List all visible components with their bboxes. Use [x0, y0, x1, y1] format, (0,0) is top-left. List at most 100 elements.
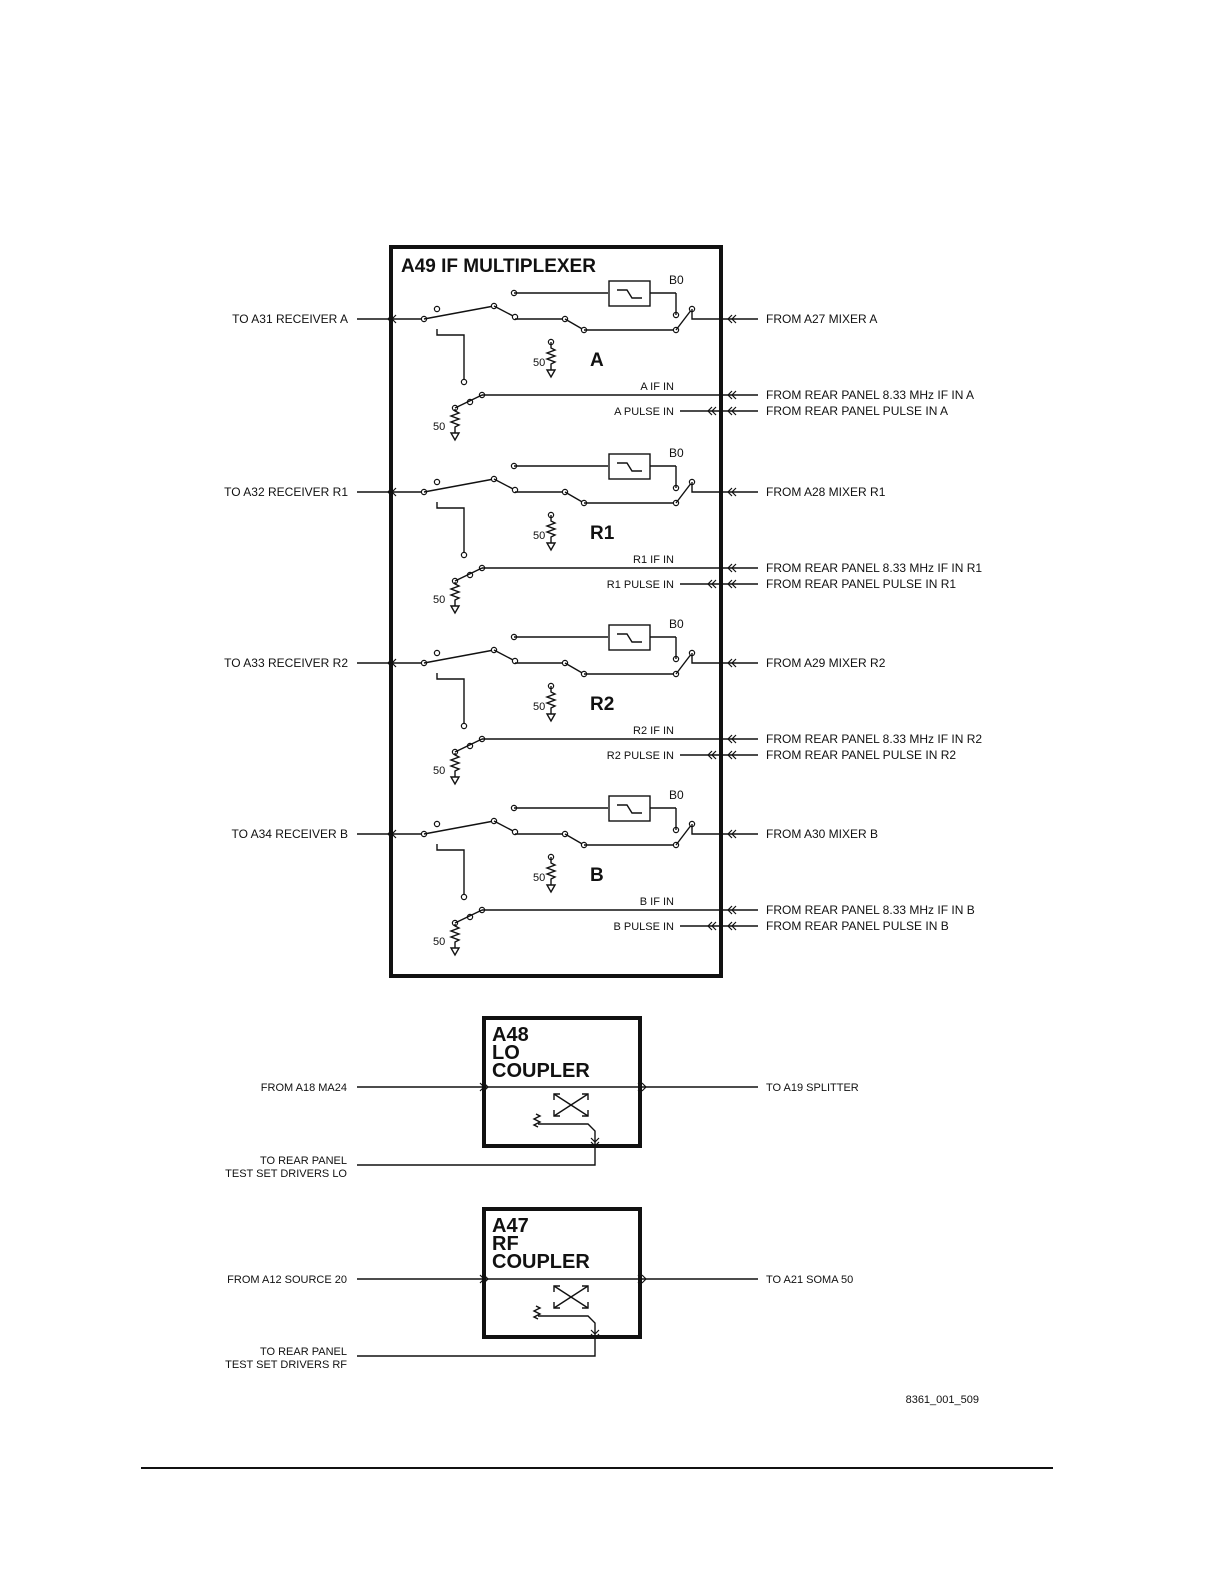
- termination-resistor-icon: [545, 690, 557, 714]
- lo-coupler-box: [482, 1016, 642, 1148]
- switch-contact: [460, 893, 468, 901]
- pulse-in-label: R1 PULSE IN: [607, 579, 674, 591]
- filter-label: B0: [669, 446, 684, 460]
- footer-rule: [141, 1467, 1053, 1469]
- mixer-source-label: FROM A27 MIXER A: [766, 312, 877, 326]
- ext-switch-arm: [454, 567, 483, 582]
- switch-arm-2: [493, 478, 516, 491]
- switch-arm-2: [493, 649, 516, 662]
- input-switch-arm: [675, 308, 693, 331]
- lower-termination-resistor-icon: [449, 924, 461, 948]
- figure-id: 8361_001_509: [906, 1394, 979, 1406]
- switch-arm-3: [564, 662, 585, 675]
- rf-input-label: FROM A12 SOURCE 20: [227, 1274, 347, 1286]
- resistor-value-upper: 50: [533, 872, 545, 884]
- switch-arm-1: [423, 305, 495, 320]
- lo-coupling-arrows-icon: [553, 1093, 589, 1117]
- pulse-in-source-label: FROM REAR PANEL PULSE IN A: [766, 404, 948, 418]
- lo-coupler: A48 LO COUPLER FROM A18 MA24 TO A19 SPLI…: [225, 1016, 859, 1180]
- switch-contact: [433, 649, 441, 657]
- switch-arm-3: [564, 491, 585, 504]
- resistor-value-lower: 50: [433, 421, 445, 433]
- switch-arm-1: [423, 649, 495, 664]
- if-in-source-label: FROM REAR PANEL 8.33 MHz IF IN A: [766, 388, 974, 402]
- ground-icon: [545, 884, 557, 894]
- switch-arm-2: [493, 820, 516, 833]
- lowpass-curve: [617, 462, 642, 472]
- pulse-in-label: B PULSE IN: [613, 921, 674, 933]
- mixer-source-label: FROM A28 MIXER R1: [766, 485, 886, 499]
- bypass-drop-line: [436, 844, 465, 896]
- filter-label: B0: [669, 788, 684, 802]
- pulse-in-source-label: FROM REAR PANEL PULSE IN B: [766, 919, 949, 933]
- receiver-label: TO A33 RECEIVER R2: [224, 656, 348, 670]
- switch-contact: [460, 722, 468, 730]
- lowpass-curve: [617, 289, 642, 299]
- filter-label: B0: [669, 617, 684, 631]
- input-switch-arm: [675, 823, 693, 846]
- lo-input-label: FROM A18 MA24: [261, 1082, 347, 1094]
- ext-switch-arm: [454, 738, 483, 753]
- mixer-source-label: FROM A29 MIXER R2: [766, 656, 886, 670]
- rf-coupler-box: [482, 1207, 642, 1339]
- switch-arm-3: [564, 833, 585, 846]
- resistor-value-upper: 50: [533, 701, 545, 713]
- rf-coupling-arrows-icon: [553, 1285, 589, 1309]
- if-in-label: R1 IF IN: [633, 554, 674, 566]
- switch-arm-3: [564, 318, 585, 331]
- receiver-label: TO A34 RECEIVER B: [232, 827, 349, 841]
- termination-resistor-icon: [545, 519, 557, 543]
- mixer-input-line: [691, 309, 758, 320]
- switch-contact: [460, 551, 468, 559]
- bypass-drop-line: [436, 502, 465, 554]
- rf-tap-label-line-2: TEST SET DRIVERS RF: [225, 1359, 347, 1371]
- ground-icon: [449, 947, 461, 957]
- mixer-source-label: FROM A30 MIXER B: [766, 827, 878, 841]
- switch-arm-2: [493, 305, 516, 318]
- channel-letter: A: [590, 350, 604, 371]
- filter-label: B0: [669, 273, 684, 287]
- resistor-value-upper: 50: [533, 530, 545, 542]
- lower-termination-resistor-icon: [449, 582, 461, 606]
- lo-tap-label-line-2: TEST SET DRIVERS LO: [225, 1168, 347, 1180]
- channel-letter: B: [590, 865, 604, 886]
- termination-resistor-icon: [545, 346, 557, 370]
- lowpass-curve: [617, 633, 642, 643]
- input-switch-arm: [675, 481, 693, 504]
- resistor-value-lower: 50: [433, 765, 445, 777]
- if-in-label: R2 IF IN: [633, 725, 674, 737]
- ground-icon: [449, 605, 461, 615]
- mixer-input-line: [691, 824, 758, 835]
- ground-icon: [449, 432, 461, 442]
- bypass-drop-line: [436, 329, 465, 381]
- pulse-in-label: R2 PULSE IN: [607, 750, 674, 762]
- lo-termination-resistor-icon: [532, 1113, 542, 1128]
- ground-icon: [545, 713, 557, 723]
- lower-termination-resistor-icon: [449, 409, 461, 433]
- if-in-source-label: FROM REAR PANEL 8.33 MHz IF IN B: [766, 903, 975, 917]
- switch-contact: [433, 478, 441, 486]
- switch-contact: [460, 378, 468, 386]
- rf-tap-label-line-1: TO REAR PANEL: [260, 1346, 347, 1358]
- lowpass-curve: [617, 804, 642, 814]
- pulse-in-label: A PULSE IN: [614, 406, 674, 418]
- mixer-input-line: [691, 653, 758, 664]
- rf-tap-line: [357, 1315, 596, 1357]
- resistor-value-upper: 50: [533, 357, 545, 369]
- lo-coupler-title-line-2: LO: [492, 1042, 520, 1064]
- if-in-source-label: FROM REAR PANEL 8.33 MHz IF IN R2: [766, 732, 982, 746]
- switch-arm-1: [423, 820, 495, 835]
- switch-contact: [433, 820, 441, 828]
- ground-icon: [449, 776, 461, 786]
- lower-termination-resistor-icon: [449, 753, 461, 777]
- ext-switch-arm: [454, 394, 483, 409]
- resistor-value-lower: 50: [433, 936, 445, 948]
- input-switch-arm: [675, 652, 693, 675]
- receiver-label: TO A31 RECEIVER A: [232, 312, 348, 326]
- rf-coupler-title-line-1: A47: [492, 1215, 529, 1237]
- lo-coupler-title-line-1: A48: [492, 1024, 529, 1046]
